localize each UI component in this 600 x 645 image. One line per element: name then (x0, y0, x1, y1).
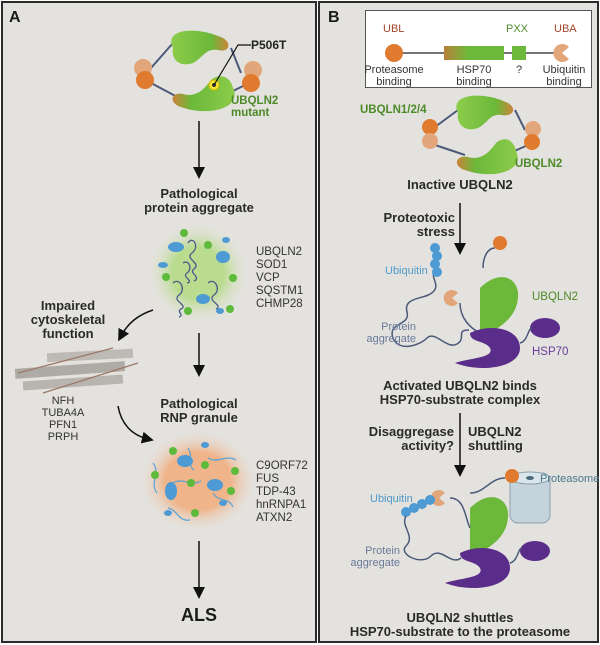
ubl-label: UBL (383, 23, 405, 35)
inactive-ubqln2-dimer-icon (422, 95, 541, 175)
proteasome-label: Proteasome (540, 473, 600, 485)
ubqln2-mutant-dimer-icon (134, 30, 262, 112)
ubl-domain-icon (385, 44, 403, 62)
cytoskeleton-filaments-icon (14, 347, 139, 394)
panel-b-arrows (454, 203, 466, 477)
ubiquitin-chain (430, 243, 442, 277)
arrow-cytoskeleton-to-rnp (117, 405, 154, 444)
ubqln2-dimer-label: UBQLN2 (515, 158, 563, 170)
domain-map: UBL PXX UBA Proteasome binding HSP70 bin… (364, 10, 592, 88)
cytoskeletal-title: Impaired cytoskeletal function (30, 298, 106, 341)
inactive-title: Inactive UBQLN2 (407, 177, 513, 192)
rnp-title: Pathological RNP granule (160, 396, 238, 425)
shuttle-title: UBQLN2 shuttles HSP70-substrate to the p… (349, 610, 571, 639)
aggregate-protein-list: UBQLN2 SOD1 VCP SQSTM1 CHMP28 (256, 246, 304, 310)
uba-domain-icon (553, 44, 569, 62)
ubqln2-mutant-label: UBQLN2 mutant (231, 95, 279, 119)
hsp70-binding-domain-icon (444, 46, 504, 60)
domain-map-graphic (385, 44, 569, 62)
hsp70-label: HSP70 (532, 346, 569, 358)
activated-title: Activated UBQLN2 binds HSP70-substrate c… (379, 378, 541, 407)
hsp70-binding-label: HSP70 binding (456, 64, 492, 88)
proteasome-icon (509, 471, 551, 524)
mutation-label: P506T (251, 38, 287, 52)
uba-label: UBA (554, 23, 577, 35)
pxx-function-label: ? (515, 64, 523, 76)
als-outcome: ALS (181, 605, 217, 625)
cytoskeletal-protein-list: NFH TUBA4A PFN1 PRPH (41, 395, 85, 443)
ubqln124-label: UBQLN1/2/4 (360, 104, 427, 116)
protein-aggregate-label: Protein aggregate (366, 321, 416, 345)
protein-aggregate-icon (146, 221, 250, 325)
panel-b-label: B (328, 9, 340, 26)
shuttle-complex-icon (401, 469, 551, 588)
shuttling-label: UBQLN2 shuttling (468, 424, 523, 453)
panel-a-label: A (9, 9, 21, 26)
proteasome-binding-label: Proteasome binding (364, 64, 424, 88)
pxx-label: PXX (506, 23, 529, 35)
ubiquitin-chain-2 (401, 495, 435, 517)
activated-complex-icon (391, 236, 560, 368)
proteotoxic-stress-label: Proteotoxic stress (383, 210, 455, 239)
panel-a-arrows (117, 121, 205, 599)
aggregate-title: Pathological protein aggregate (144, 186, 254, 215)
panel-b: B UBL PXX UBA Proteasome binding HSP70 b… (318, 1, 599, 643)
rnp-protein-list: C9ORF72 FUS TDP-43 hnRNPA1 ATXN2 (256, 460, 308, 524)
ubiquitin-binding-label: Ubiquitin binding (542, 64, 586, 88)
ubqln2-active-label: UBQLN2 (532, 291, 579, 303)
protein-aggregate-strand (391, 267, 470, 348)
arrow-to-cytoskeleton (118, 309, 154, 342)
protein-aggregate-label-2: Protein aggregate (350, 545, 400, 569)
ubiquitin-label-2: Ubiquitin (370, 493, 413, 505)
ubiquitin-label: Ubiquitin (385, 265, 428, 277)
panel-a: A P506T UBQLN2 mutant Pathological prote… (1, 1, 317, 643)
pxx-domain-icon (512, 46, 526, 60)
rnp-granule-icon (138, 429, 258, 533)
disaggregase-label: Disaggregase activity? (368, 424, 454, 453)
